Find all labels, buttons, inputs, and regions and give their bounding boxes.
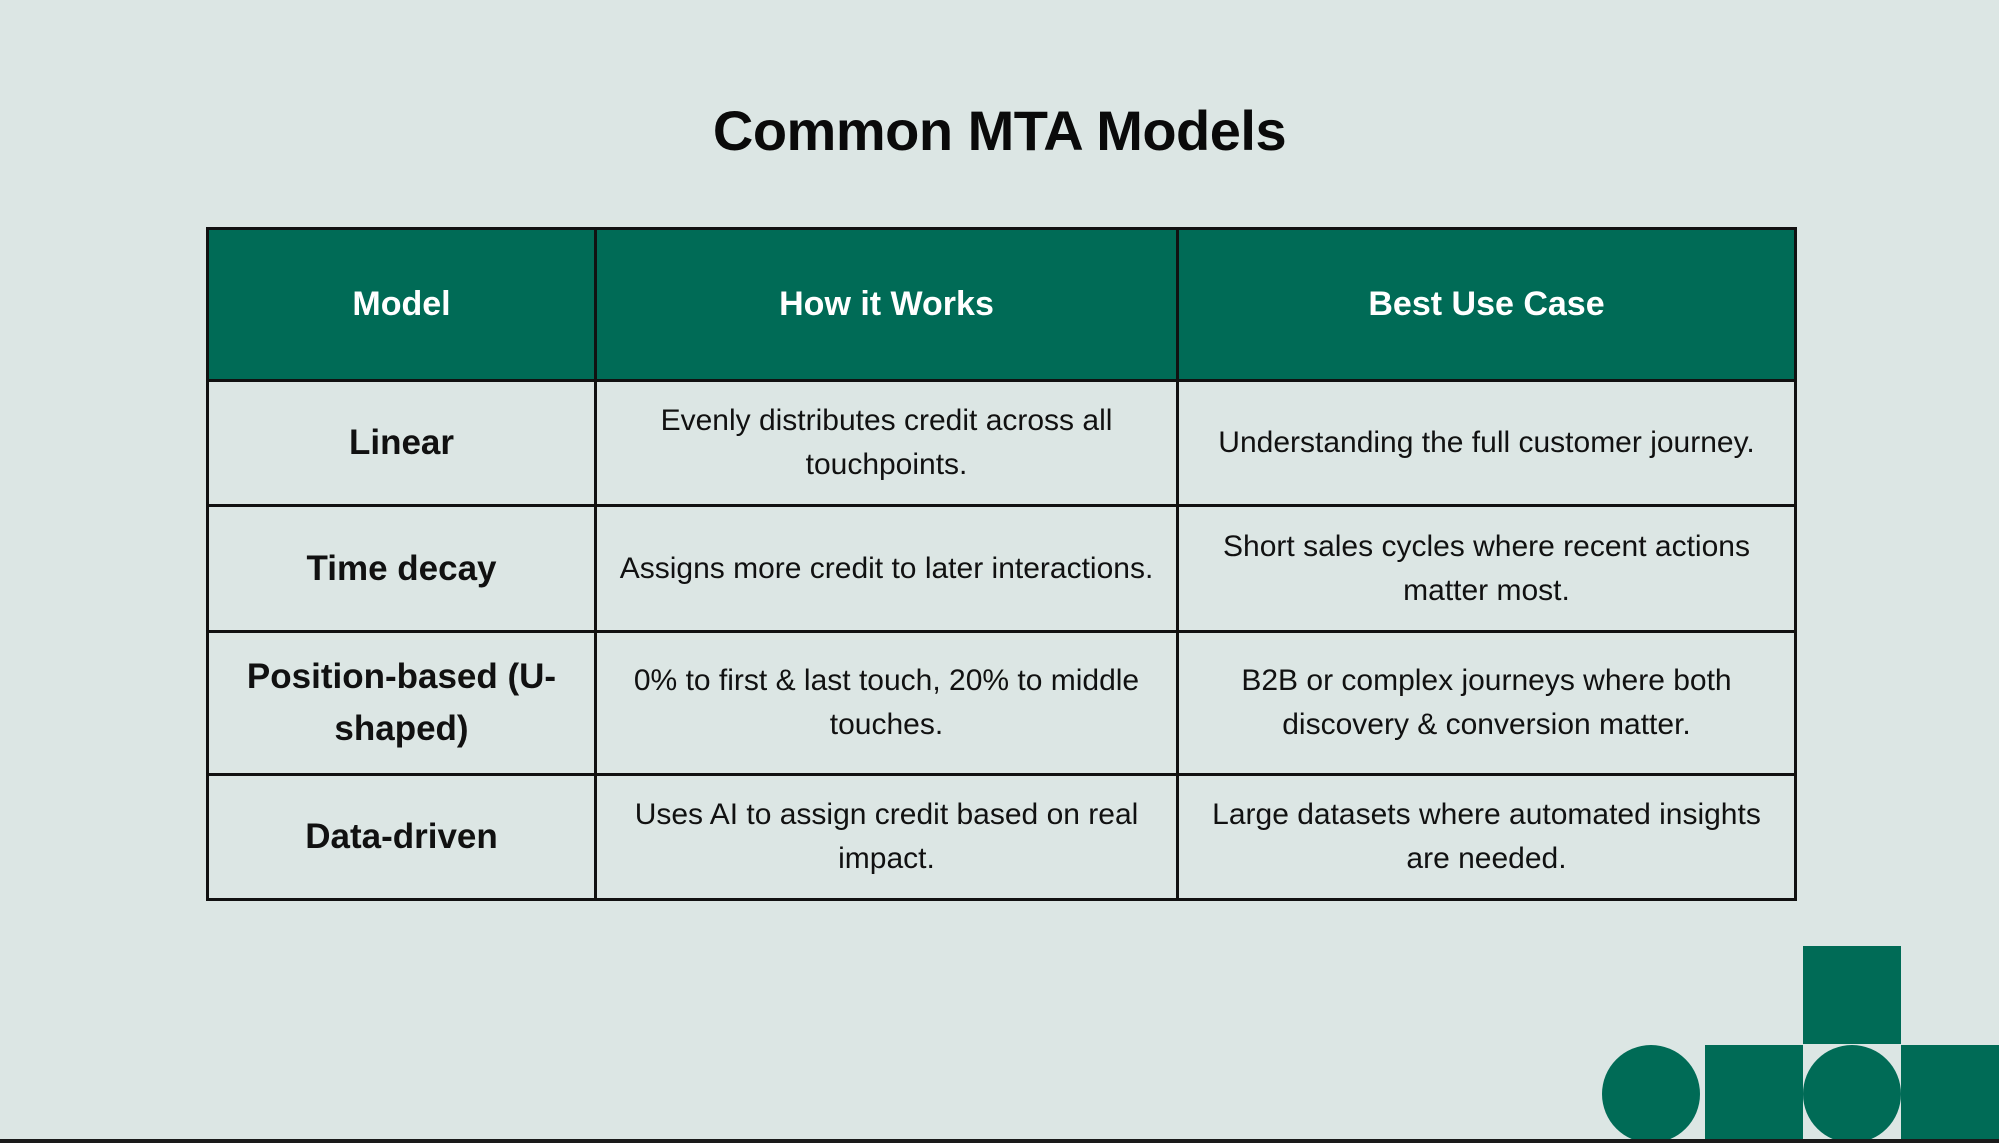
best-use-case-cell: B2B or complex journeys where both disco… xyxy=(1176,630,1797,776)
column-header-best-use-case: Best Use Case xyxy=(1176,227,1797,382)
how-it-works-cell: Evenly distributes credit across all tou… xyxy=(594,379,1179,507)
table-row: Data-driven Uses AI to assign credit bas… xyxy=(206,773,1797,901)
how-it-works-cell: Assigns more credit to later interaction… xyxy=(594,504,1179,633)
bottom-edge-divider xyxy=(0,1139,1999,1143)
how-it-works-cell: Uses AI to assign credit based on real i… xyxy=(594,773,1179,901)
table-header-row: Model How it Works Best Use Case xyxy=(206,227,1797,382)
mta-models-table: Model How it Works Best Use Case Linear … xyxy=(206,227,1797,901)
table-row: Time decay Assigns more credit to later … xyxy=(206,504,1797,633)
best-use-case-cell: Short sales cycles where recent actions … xyxy=(1176,504,1797,633)
table-row: Linear Evenly distributes credit across … xyxy=(206,379,1797,507)
model-cell: Time decay xyxy=(206,504,597,633)
decorative-circle-shape xyxy=(1803,1045,1901,1143)
decorative-square-shape xyxy=(1705,1045,1803,1143)
column-header-how-it-works: How it Works xyxy=(594,227,1179,382)
model-cell: Data-driven xyxy=(206,773,597,901)
model-cell: Position-based (U-shaped) xyxy=(206,630,597,776)
how-it-works-cell: 0% to first & last touch, 20% to middle … xyxy=(594,630,1179,776)
best-use-case-cell: Large datasets where automated insights … xyxy=(1176,773,1797,901)
decorative-square-top-shape xyxy=(1803,946,1901,1044)
decorative-circle-shape xyxy=(1602,1045,1700,1143)
model-cell: Linear xyxy=(206,379,597,507)
best-use-case-cell: Understanding the full customer journey. xyxy=(1176,379,1797,507)
column-header-model: Model xyxy=(206,227,597,382)
page-title: Common MTA Models xyxy=(712,99,1287,162)
decorative-square-shape xyxy=(1901,1045,1999,1143)
table-row: Position-based (U-shaped) 0% to first & … xyxy=(206,630,1797,776)
